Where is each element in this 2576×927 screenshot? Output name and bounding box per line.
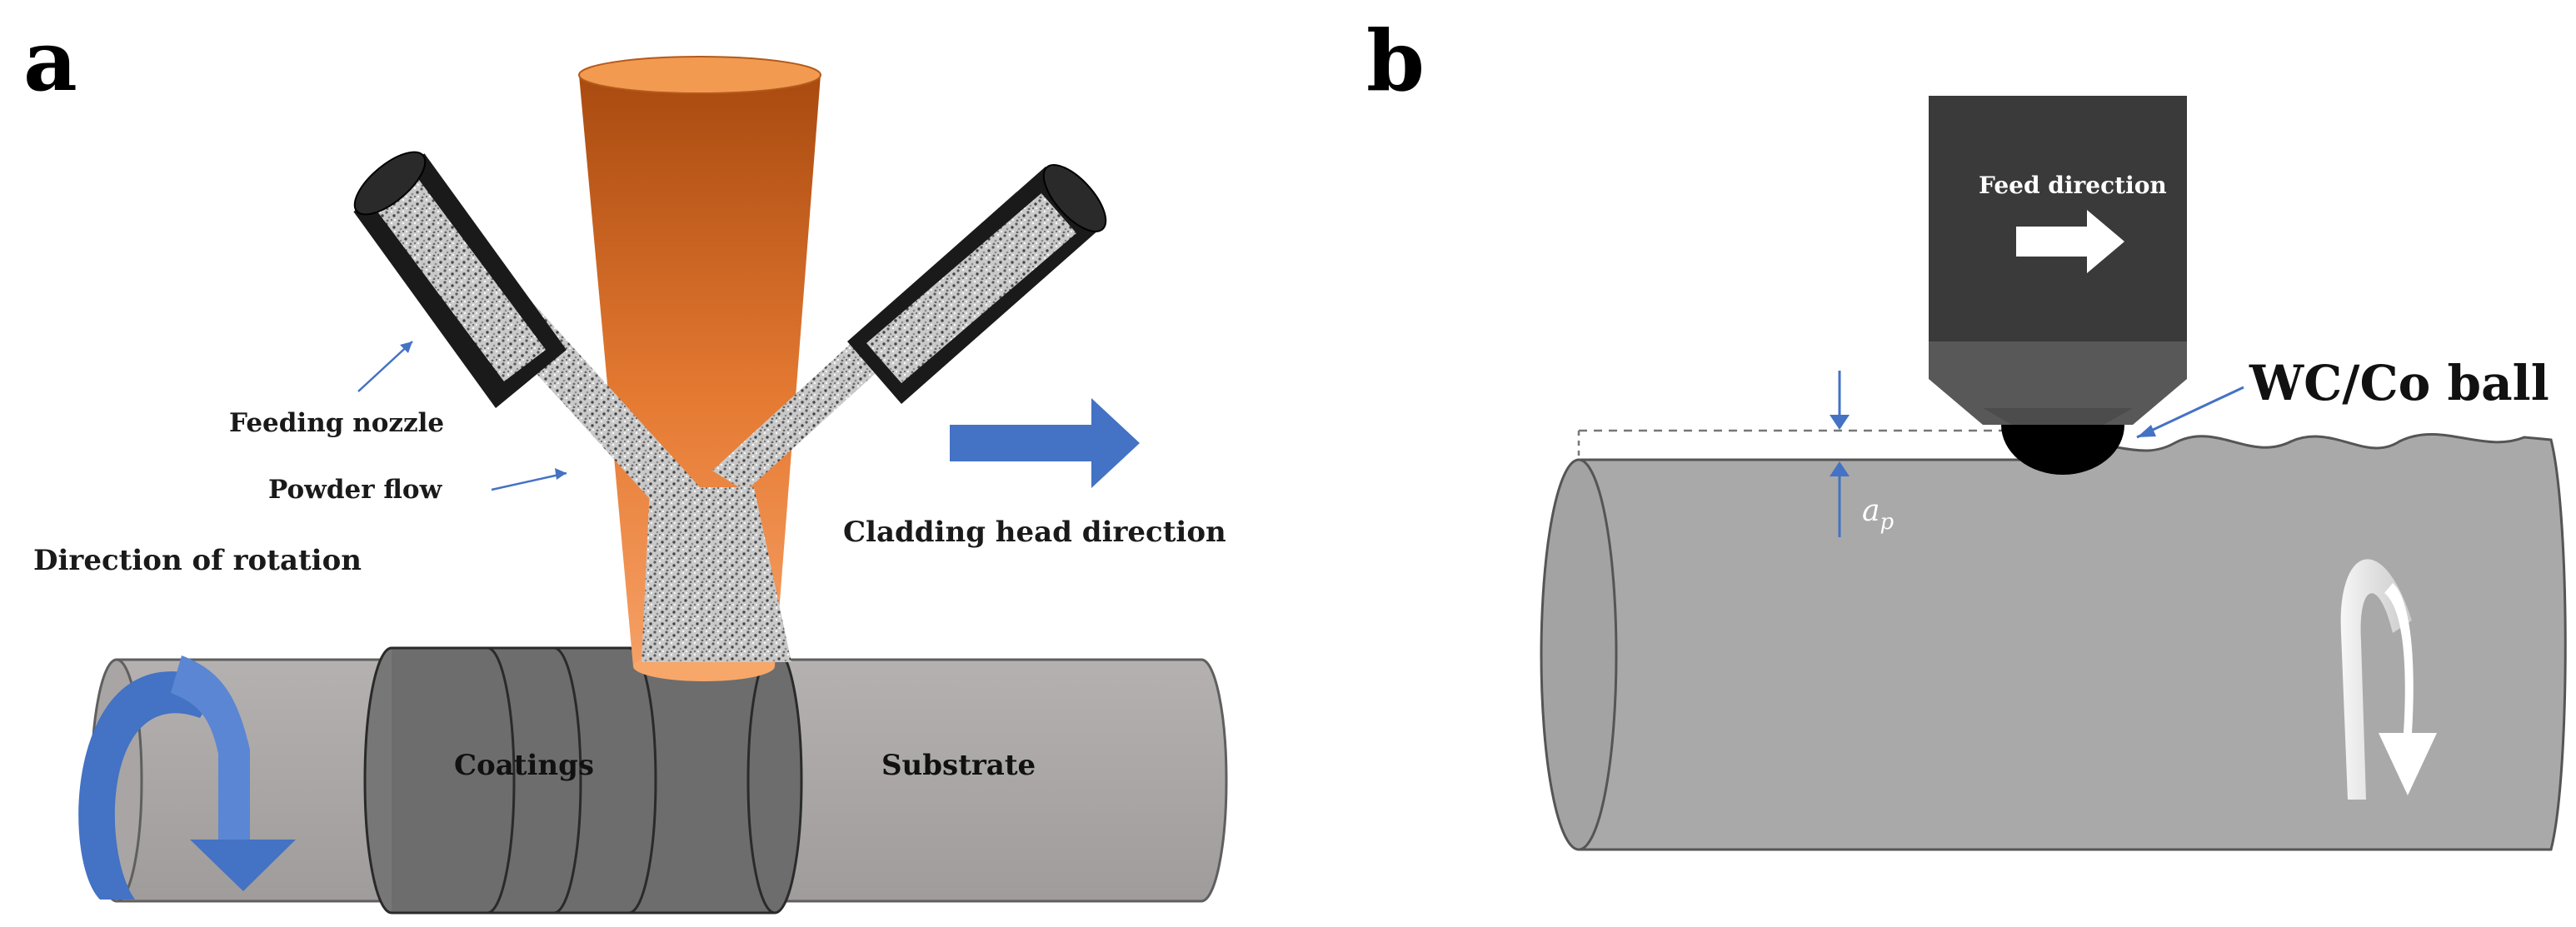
panel-b: b ap Feed direction: [1366, 12, 2567, 851]
label-cladding-head-direction: Cladding head direction: [843, 516, 1226, 549]
coatings-band: [363, 646, 803, 915]
feed-arrow-icon: [2016, 210, 2124, 273]
label-direction-of-rotation: Direction of rotation: [33, 544, 362, 577]
depth-symbol: a: [1862, 494, 1880, 528]
rotation-arrow-icon: [2340, 559, 2437, 800]
label-feed-direction: Feed direction: [1979, 172, 2167, 199]
label-coatings: Coatings: [454, 749, 594, 782]
tool-holder: [1929, 96, 2187, 425]
panel-a: a: [23, 12, 1228, 915]
label-feeding-nozzle: Feeding nozzle: [229, 408, 444, 438]
workpiece-cylinder: [1540, 433, 2567, 851]
wc-co-ball: [2001, 425, 2124, 475]
panel-b-letter: b: [1366, 12, 1425, 110]
pointer-feeding-nozzle: [357, 341, 413, 392]
feeding-nozzle-right: [847, 164, 1107, 404]
pointer-powder-flow: [491, 468, 567, 491]
depth-arrow-icon: [1830, 371, 1850, 537]
depth-subscript: p: [1880, 510, 1894, 535]
label-depth-of-cut: ap: [1862, 494, 1894, 535]
panel-a-letter: a: [23, 12, 77, 110]
label-wc-co-ball: WC/Co ball: [2249, 355, 2549, 411]
rotation-arrow-icon: [78, 655, 296, 900]
label-powder-flow: Powder flow: [268, 475, 443, 505]
direction-arrow-icon: [950, 398, 1140, 488]
label-substrate: Substrate: [881, 749, 1036, 782]
feeding-nozzle-left: [353, 151, 567, 408]
pointer-wc-co-ball: [2136, 386, 2244, 439]
